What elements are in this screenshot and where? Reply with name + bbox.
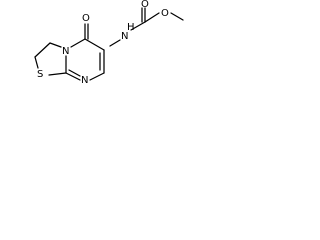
bond-c7-n8 [89,72,105,81]
bond-c2-s1 [34,56,39,69]
bond-n4-c3 [49,42,62,48]
bond-c5-c6 [84,38,105,51]
bonds [34,7,184,81]
bond-o-ccarbonyl [144,12,160,23]
bond-ch3-o [170,12,184,21]
chemical-structure: O O H N O N N S [34,0,184,86]
bond-c3-c2 [34,42,51,58]
atom-n-ring: N [81,75,88,86]
atom-o-carbonyl-top: O [141,0,149,10]
bond-n4-c5 [70,38,86,48]
atom-o-methoxy: O [161,8,169,19]
bond-nh-c6 [109,39,121,47]
atom-o-ring-carbonyl: O [82,13,90,24]
atom-labels: O O H N O N N S [37,0,169,86]
atom-s: S [37,69,43,80]
atom-n-amide: N [121,31,128,42]
atom-n-bridgehead: N [62,46,69,57]
bond-n8-c8a [65,72,81,81]
bond-ccarbonyl-nh [130,21,146,31]
bond-s1-c8a [48,72,67,76]
atom-h-amide: H [127,22,135,33]
bond-n8-c8a-inner [68,69,81,77]
